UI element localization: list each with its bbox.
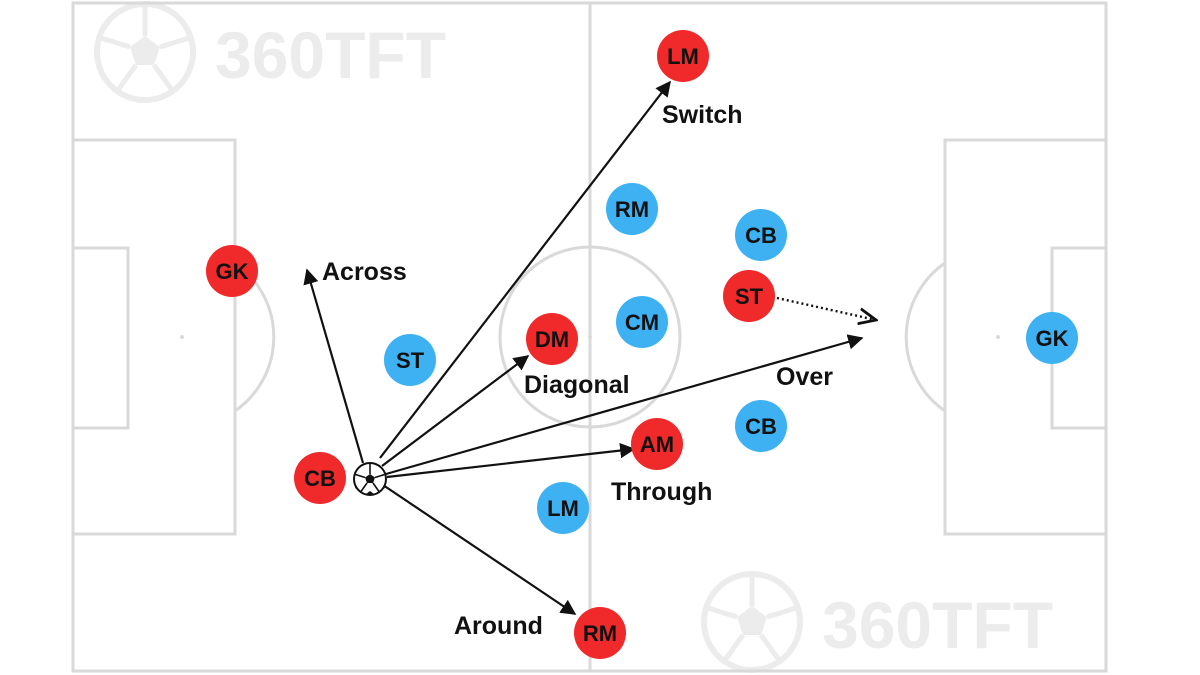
player-label: AM (640, 432, 674, 457)
player-blue-lm: LM (537, 482, 589, 534)
soccer-ball-icon (701, 571, 803, 673)
player-blue-cm: CM (616, 296, 668, 348)
right-penalty-spot (996, 335, 1000, 339)
player-label: CB (304, 466, 336, 491)
player-red-am: AM (631, 418, 683, 470)
right-penalty-box (943, 138, 1108, 536)
left-penalty-spot (180, 335, 184, 339)
pass-label-switch: Switch (662, 101, 743, 129)
player-label: RM (615, 197, 649, 222)
watermark-top: 360TFT (94, 1, 446, 103)
player-blue-gk: GK (1026, 312, 1078, 364)
pass-label-across: Across (322, 258, 407, 286)
left-six-yard-box (71, 246, 130, 430)
watermark-text: 360TFT (822, 588, 1053, 662)
pass-label-over: Over (776, 363, 833, 391)
pass-arrow-around (382, 484, 577, 615)
attacking-team: GK CB DM LM AM RM ST (206, 30, 775, 659)
pass-arrow-through (386, 442, 636, 479)
player-label: CB (745, 414, 777, 439)
pass-arrows (303, 80, 864, 615)
pass-label-around: Around (454, 612, 543, 640)
player-label: ST (735, 284, 764, 309)
pass-arrow-switch (379, 80, 671, 459)
pass-arrow-across (303, 268, 365, 464)
player-blue-cb-top: CB (735, 209, 787, 261)
player-red-lm: LM (657, 30, 709, 82)
player-label: CM (625, 310, 659, 335)
player-red-cb: CB (294, 452, 346, 504)
centre-spot (588, 335, 592, 339)
centre-circle (498, 245, 682, 429)
player-red-gk: GK (206, 245, 258, 297)
player-red-dm: DM (526, 313, 578, 365)
player-red-rm: RM (574, 607, 626, 659)
player-label: CB (745, 223, 777, 248)
player-red-st: ST (723, 270, 775, 322)
player-label: RM (583, 621, 617, 646)
watermark-text: 360TFT (215, 18, 446, 92)
pass-label-diagonal: Diagonal (524, 371, 630, 399)
soccer-ball-icon (353, 462, 387, 496)
player-label: GK (1036, 326, 1069, 351)
soccer-ball-icon (94, 1, 196, 103)
player-label: DM (535, 327, 569, 352)
player-label: ST (396, 348, 425, 373)
player-label: LM (547, 496, 579, 521)
pass-arrow-diagonal (381, 355, 530, 467)
player-blue-cb-bottom: CB (735, 400, 787, 452)
player-blue-rm: RM (606, 183, 658, 235)
pass-arrow-over (385, 334, 864, 476)
right-penalty-arc (904, 261, 946, 413)
watermark-bottom: 360TFT (701, 571, 1053, 673)
player-label: GK (216, 259, 249, 284)
defending-team: ST RM CM CB CB LM GK (384, 183, 1078, 534)
pass-label-through: Through (611, 478, 712, 506)
left-penalty-box (71, 138, 237, 536)
striker-run-dotted (776, 296, 876, 320)
player-blue-st: ST (384, 334, 436, 386)
player-label: LM (667, 44, 699, 69)
